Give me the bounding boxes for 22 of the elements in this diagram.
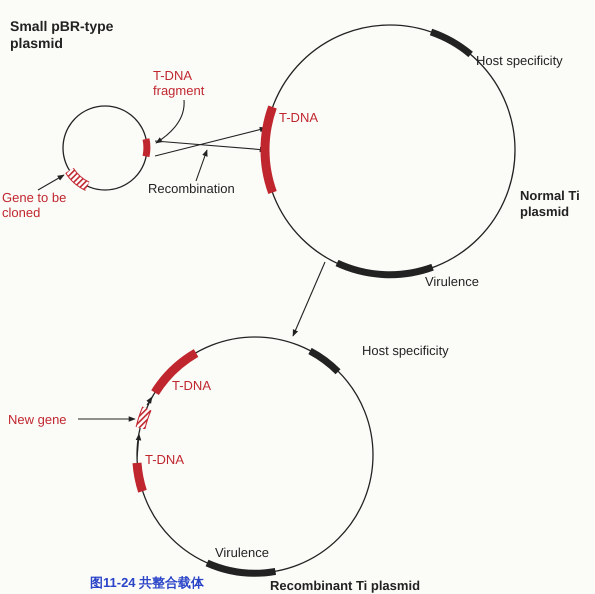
callout-label: New gene bbox=[8, 412, 68, 427]
segment-label: Virulence bbox=[424, 274, 480, 289]
segment-label: Host specificity bbox=[476, 52, 564, 68]
callout-label: Gene to be cloned bbox=[2, 190, 68, 220]
segment-label: T-DNA bbox=[279, 110, 319, 125]
callout-label: Recombination bbox=[148, 181, 236, 196]
plasmid-title: Recombinant Ti plasmid bbox=[270, 578, 422, 594]
segment-label: Host specificity bbox=[362, 343, 450, 358]
leader-line bbox=[195, 149, 208, 182]
arrow bbox=[292, 262, 326, 337]
leader-line bbox=[155, 100, 185, 144]
leader-line bbox=[38, 174, 65, 190]
segment-label: T-DNA bbox=[144, 452, 185, 467]
arrow bbox=[146, 396, 152, 406]
plasmid-title: Small pBR-type plasmid bbox=[10, 18, 114, 52]
figure-caption: 图11-24 共整合载体 bbox=[90, 575, 204, 590]
plasmid-title: Normal Ti plasmid bbox=[520, 188, 581, 220]
leader-line bbox=[78, 416, 136, 422]
arrow bbox=[136, 433, 142, 460]
segment-label: Virulence bbox=[214, 545, 270, 560]
callout-label: T-DNA fragment bbox=[153, 68, 206, 98]
segment-label: T-DNA bbox=[172, 378, 212, 393]
